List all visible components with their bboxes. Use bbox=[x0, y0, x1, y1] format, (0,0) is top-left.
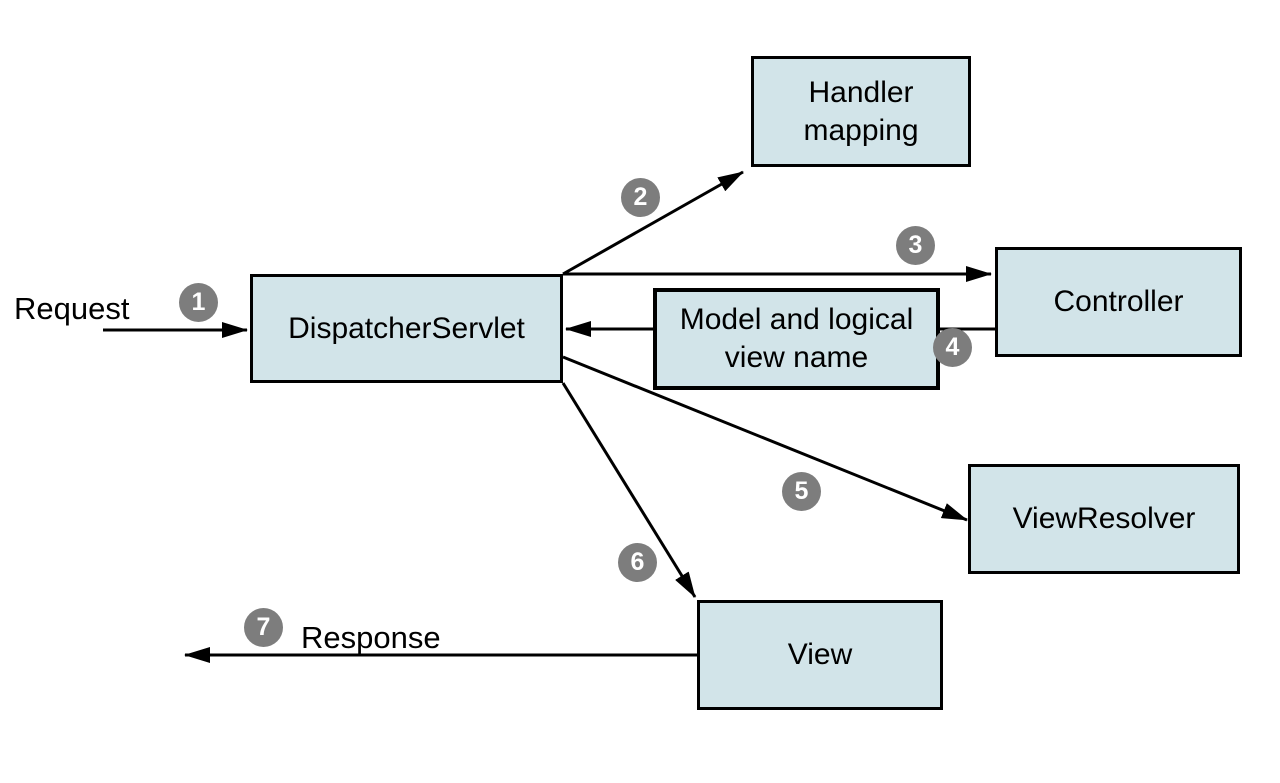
node-dispatcher-servlet: DispatcherServlet bbox=[250, 274, 563, 383]
node-view-resolver: ViewResolver bbox=[968, 464, 1240, 574]
step-badge-5: 5 bbox=[782, 472, 821, 511]
arrow-2-dispatcher-to-handler-mapping bbox=[562, 170, 744, 276]
step-badge-1: 1 bbox=[179, 283, 218, 322]
node-handler-mapping-label: Handler mapping bbox=[803, 75, 919, 147]
node-handler-mapping: Handler mapping bbox=[751, 56, 971, 167]
node-model-and-logical-view-name-label: Model and logical view name bbox=[679, 303, 914, 374]
node-view-resolver-label: ViewResolver bbox=[1012, 502, 1196, 536]
node-controller-label: Controller bbox=[1053, 285, 1184, 319]
request-label: Request bbox=[14, 291, 130, 326]
arrow-5-dispatcher-to-viewresolver bbox=[562, 355, 968, 522]
node-view: View bbox=[697, 600, 943, 710]
node-dispatcher-servlet-label: DispatcherServlet bbox=[288, 311, 525, 345]
step-badge-2: 2 bbox=[621, 178, 660, 217]
step-badge-3: 3 bbox=[896, 226, 935, 265]
arrow-6-dispatcher-to-view bbox=[561, 382, 697, 598]
step-badge-6: 6 bbox=[618, 543, 657, 582]
step-badge-7: 7 bbox=[244, 608, 283, 647]
node-controller: Controller bbox=[995, 247, 1242, 357]
node-model-and-logical-view-name: Model and logical view name bbox=[653, 288, 940, 390]
response-label: Response bbox=[301, 620, 441, 655]
step-badge-4: 4 bbox=[933, 328, 972, 367]
node-view-label: View bbox=[787, 638, 853, 672]
